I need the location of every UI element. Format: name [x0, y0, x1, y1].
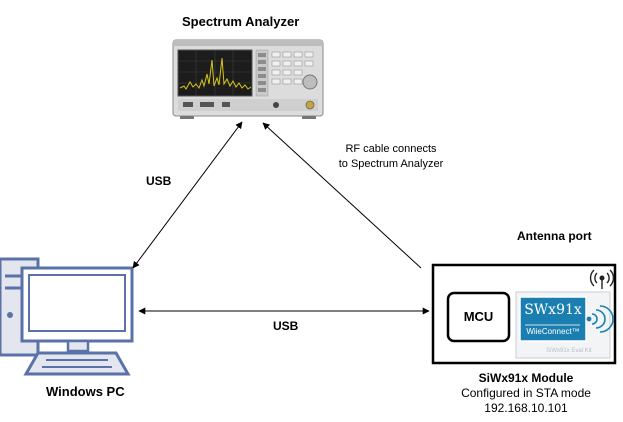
rf-cable-note-line1: RF cable connects — [345, 143, 437, 155]
pc-keyboard — [23, 351, 131, 376]
wireless-antenna-icon — [589, 269, 615, 289]
mcu-label: MCU — [463, 309, 494, 324]
chip-caption: SiWx91x Eval Kit — [546, 348, 592, 354]
module-title: SiWx91x Module — [478, 371, 574, 385]
usb-arrow-pc-analyzer — [132, 121, 243, 269]
spectrum-analyzer-title: Spectrum Analyzer — [182, 14, 300, 29]
usb-label-lower: USB — [273, 319, 299, 333]
windows-pc-label: Windows PC — [46, 384, 125, 399]
chip-sub-label: WiieConnect™ — [526, 327, 580, 336]
spectrum-analyzer-device — [172, 39, 324, 119]
analyzer-trace — [179, 57, 252, 90]
chip-brand-label: SWx91x — [524, 302, 582, 318]
usb-label-upper: USB — [146, 174, 172, 188]
rf-cable-note-line2: to Spectrum Analyzer — [338, 158, 444, 170]
module-mode: Configured in STA mode — [461, 386, 591, 400]
rf-cable-note: RF cable connects to Spectrum Analyzer — [326, 142, 456, 172]
module-caption: SiWx91x Module Configured in STA mode 19… — [438, 371, 614, 416]
siwx91x-module-board — [431, 263, 617, 365]
mcu-block — [446, 291, 511, 343]
module-ip: 192.168.10.101 — [484, 401, 568, 415]
wifi-signal-icon — [586, 305, 614, 333]
rf-arrow-module-analyzer — [262, 122, 422, 269]
windows-pc-icon — [0, 257, 134, 376]
analyzer-knob — [302, 74, 318, 90]
wifi-chip — [519, 296, 587, 342]
antenna-port-label: Antenna port — [517, 229, 592, 243]
